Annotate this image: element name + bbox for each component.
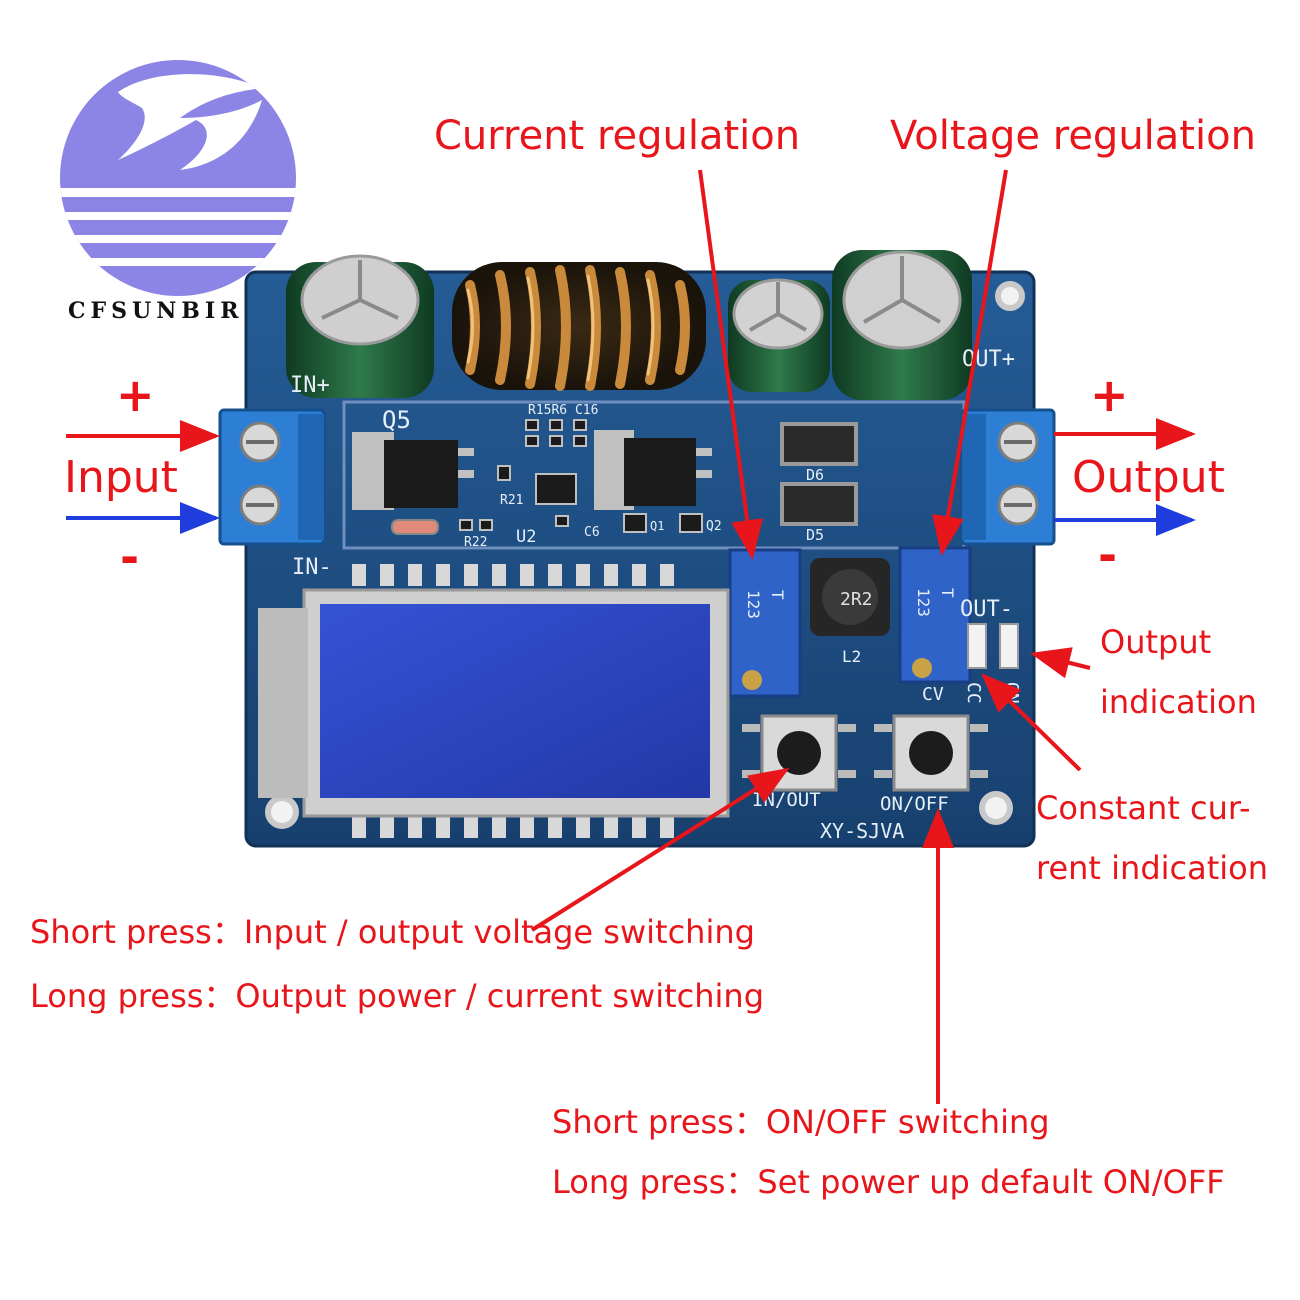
capacitor-mid (728, 278, 830, 392)
silk-r21: R21 (500, 493, 523, 508)
output-indication-arrow (1030, 647, 1091, 679)
constant-current-arrow (981, 673, 1082, 772)
lcd-pins-top (352, 564, 674, 586)
input-terminal-block (218, 408, 326, 546)
output-indication-line1: Output (1100, 623, 1212, 661)
current-regulation-arrow (698, 169, 764, 560)
silk-c6: C6 (584, 525, 600, 540)
lcd-pins-bottom (352, 816, 674, 838)
lcd-screen (320, 604, 710, 798)
inout-long-press-text: Long press：Output power / current switch… (30, 977, 765, 1015)
schottky-diodes (780, 422, 858, 526)
svg-text:123: 123 (744, 590, 763, 619)
toroid-inductor (452, 262, 706, 391)
diode-glass (391, 519, 439, 535)
capacitor-right (832, 250, 972, 400)
silk-q2: Q2 (706, 519, 722, 534)
input-label: Input (64, 452, 178, 503)
output-indication-line2: indication (1100, 683, 1257, 721)
output-plus-sign: + (1090, 368, 1129, 422)
silk-model: XY-SJVA (820, 819, 904, 843)
silk-cc: CC (963, 682, 984, 704)
mosfet-right (594, 430, 712, 510)
smd-components (459, 419, 703, 533)
output-label: Output (1072, 452, 1225, 503)
brand-name: CFSUNBIRD (68, 298, 268, 324)
silk-r22: R22 (464, 535, 487, 550)
silk-in-minus: IN- (292, 555, 332, 580)
svg-text:T: T (768, 590, 787, 600)
silk-d5: D5 (806, 526, 824, 544)
input-plus-sign: + (116, 368, 155, 422)
inductor-l2: 2R2 (810, 558, 890, 636)
silk-cv: CV (922, 684, 944, 705)
constant-current-line1: Constant cur- (1036, 789, 1251, 827)
silk-l2: L2 (842, 647, 861, 666)
inout-short-press-text: Short press：Input / output voltage switc… (30, 913, 755, 951)
svg-text:123: 123 (914, 588, 933, 617)
silk-q5: Q5 (382, 406, 411, 434)
constant-current-line2: rent indication (1036, 849, 1269, 887)
lcd-backlight-strip (258, 608, 308, 798)
silk-d6: D6 (806, 466, 824, 484)
voltage-regulation-label: Voltage regulation (890, 113, 1256, 159)
current-regulation-label: Current regulation (434, 113, 801, 159)
cfsunbird-logo (60, 60, 296, 296)
onoff-long-press-text: Long press：Set power up default ON/OFF (552, 1163, 1225, 1201)
svg-text:T: T (938, 588, 957, 598)
input-minus-sign: - (120, 530, 140, 584)
mosfet-q5 (352, 432, 474, 510)
output-terminal-block (960, 408, 1056, 546)
inout-button-arrow (530, 767, 790, 932)
current-potentiometer: 123 T (728, 548, 802, 698)
voltage-regulation-arrow (932, 169, 1008, 556)
status-leds (967, 623, 1019, 669)
onoff-push-button (874, 714, 988, 792)
silk-q1: Q1 (650, 519, 664, 533)
silk-u2: U2 (516, 527, 536, 547)
silk-out-minus: OUT- (960, 597, 1013, 622)
silk-r15r6c16: R15R6 C16 (528, 403, 598, 418)
capacitor-left (286, 254, 434, 398)
svg-text:2R2: 2R2 (840, 589, 873, 610)
output-minus-sign: - (1098, 528, 1118, 582)
onoff-short-press-text: Short press：ON/OFF switching (552, 1103, 1050, 1141)
silk-in-plus: IN+ (290, 373, 330, 398)
